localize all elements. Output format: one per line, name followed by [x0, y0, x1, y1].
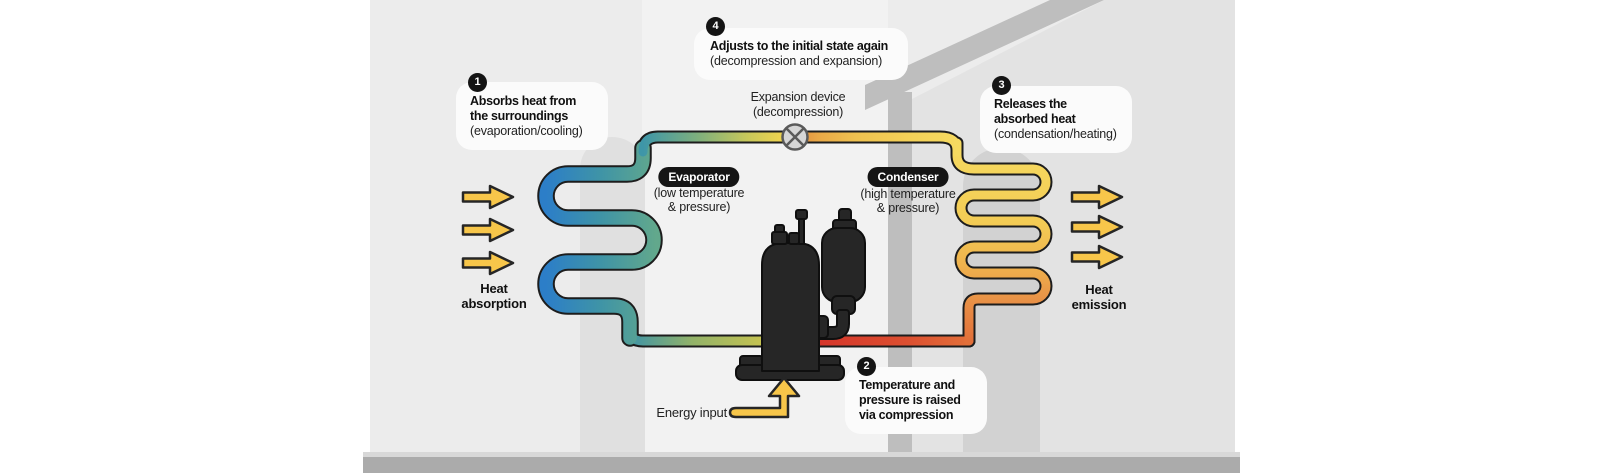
expansion-valve-icon [781, 123, 809, 151]
accumulator-elbow [819, 316, 848, 338]
expansion-device-label-line: (decompression) [752, 105, 844, 119]
callout-1-line: the surroundings [470, 109, 568, 123]
evaporator-note: (low temperature & pressure) [654, 186, 745, 214]
evaporator-pill: Evaporator [658, 167, 740, 187]
condenser-note-line: (high temperature [860, 187, 956, 201]
ground-edge [363, 452, 1240, 457]
evaporator-coil [539, 141, 661, 345]
arrow-right-icon [461, 184, 515, 210]
expansion-device-label-line: Expansion device [750, 90, 846, 104]
arrow-right-icon [1070, 184, 1124, 210]
callout-step-2: Temperature and pressure is raised via c… [845, 367, 987, 434]
condenser-pill: Condenser [867, 167, 949, 187]
heat-absorption-line: absorption [461, 296, 527, 311]
compressor-top-fittings [771, 209, 808, 245]
callout-2-line: Temperature and [859, 378, 955, 392]
callout-step-1: Absorbs heat from the surroundings (evap… [456, 82, 608, 150]
heat-emission-line: Heat [1085, 282, 1113, 297]
ground [363, 457, 1240, 473]
evaporator-note-line: & pressure) [667, 200, 731, 214]
arrow-right-icon [461, 217, 515, 243]
condenser-note-line: & pressure) [876, 201, 940, 215]
compressor-accumulator [821, 208, 866, 326]
energy-input-arrow-icon [728, 376, 801, 419]
step-4-badge: 4 [706, 17, 725, 36]
callout-3-note: (condensation/heating) [994, 127, 1117, 141]
arrow-right-icon [1070, 244, 1124, 270]
arrow-right-icon [1070, 214, 1124, 240]
step-2-badge: 2 [857, 357, 876, 376]
callout-1-note: (evaporation/cooling) [470, 124, 583, 138]
step-3-badge: 3 [992, 76, 1011, 95]
callout-step-4: Adjusts to the initial state again (deco… [694, 28, 908, 80]
heat-absorption-label: Heat absorption [461, 281, 526, 311]
callout-3-line: absorbed heat [994, 112, 1076, 126]
condenser-note: (high temperature & pressure) [860, 187, 955, 215]
heat-emission-arrows [1070, 184, 1124, 270]
compressor-tank [761, 242, 820, 372]
heat-emission-label: Heat emission [1072, 282, 1127, 312]
pipe-condenser-to-evaporator [638, 132, 962, 157]
callout-step-3: Releases the absorbed heat (condensation… [980, 86, 1132, 153]
callout-2-line: pressure is raised [859, 393, 961, 407]
callout-4-line: Adjusts to the initial state again [710, 39, 889, 53]
evaporator-note-line: (low temperature [653, 186, 745, 200]
energy-input-label: Energy input [656, 405, 727, 420]
expansion-device-label: Expansion device (decompression) [751, 90, 846, 120]
heat-emission-line: emission [1071, 297, 1127, 312]
house-roof [865, 0, 1104, 110]
step-1-badge: 1 [468, 73, 487, 92]
refrigerant-loop-pipe [539, 132, 1051, 346]
callout-4-note: (decompression and expansion) [710, 54, 883, 68]
callout-3-line: Releases the [994, 97, 1067, 111]
heat-absorption-line: Heat [480, 281, 508, 296]
arrow-right-icon [461, 250, 515, 276]
compressor-illustration [735, 208, 866, 381]
heat-absorption-arrows [461, 184, 515, 276]
condenser-coil [952, 138, 1051, 346]
callout-1-line: Absorbs heat from [470, 94, 577, 108]
callout-2-line: via compression [859, 408, 954, 422]
